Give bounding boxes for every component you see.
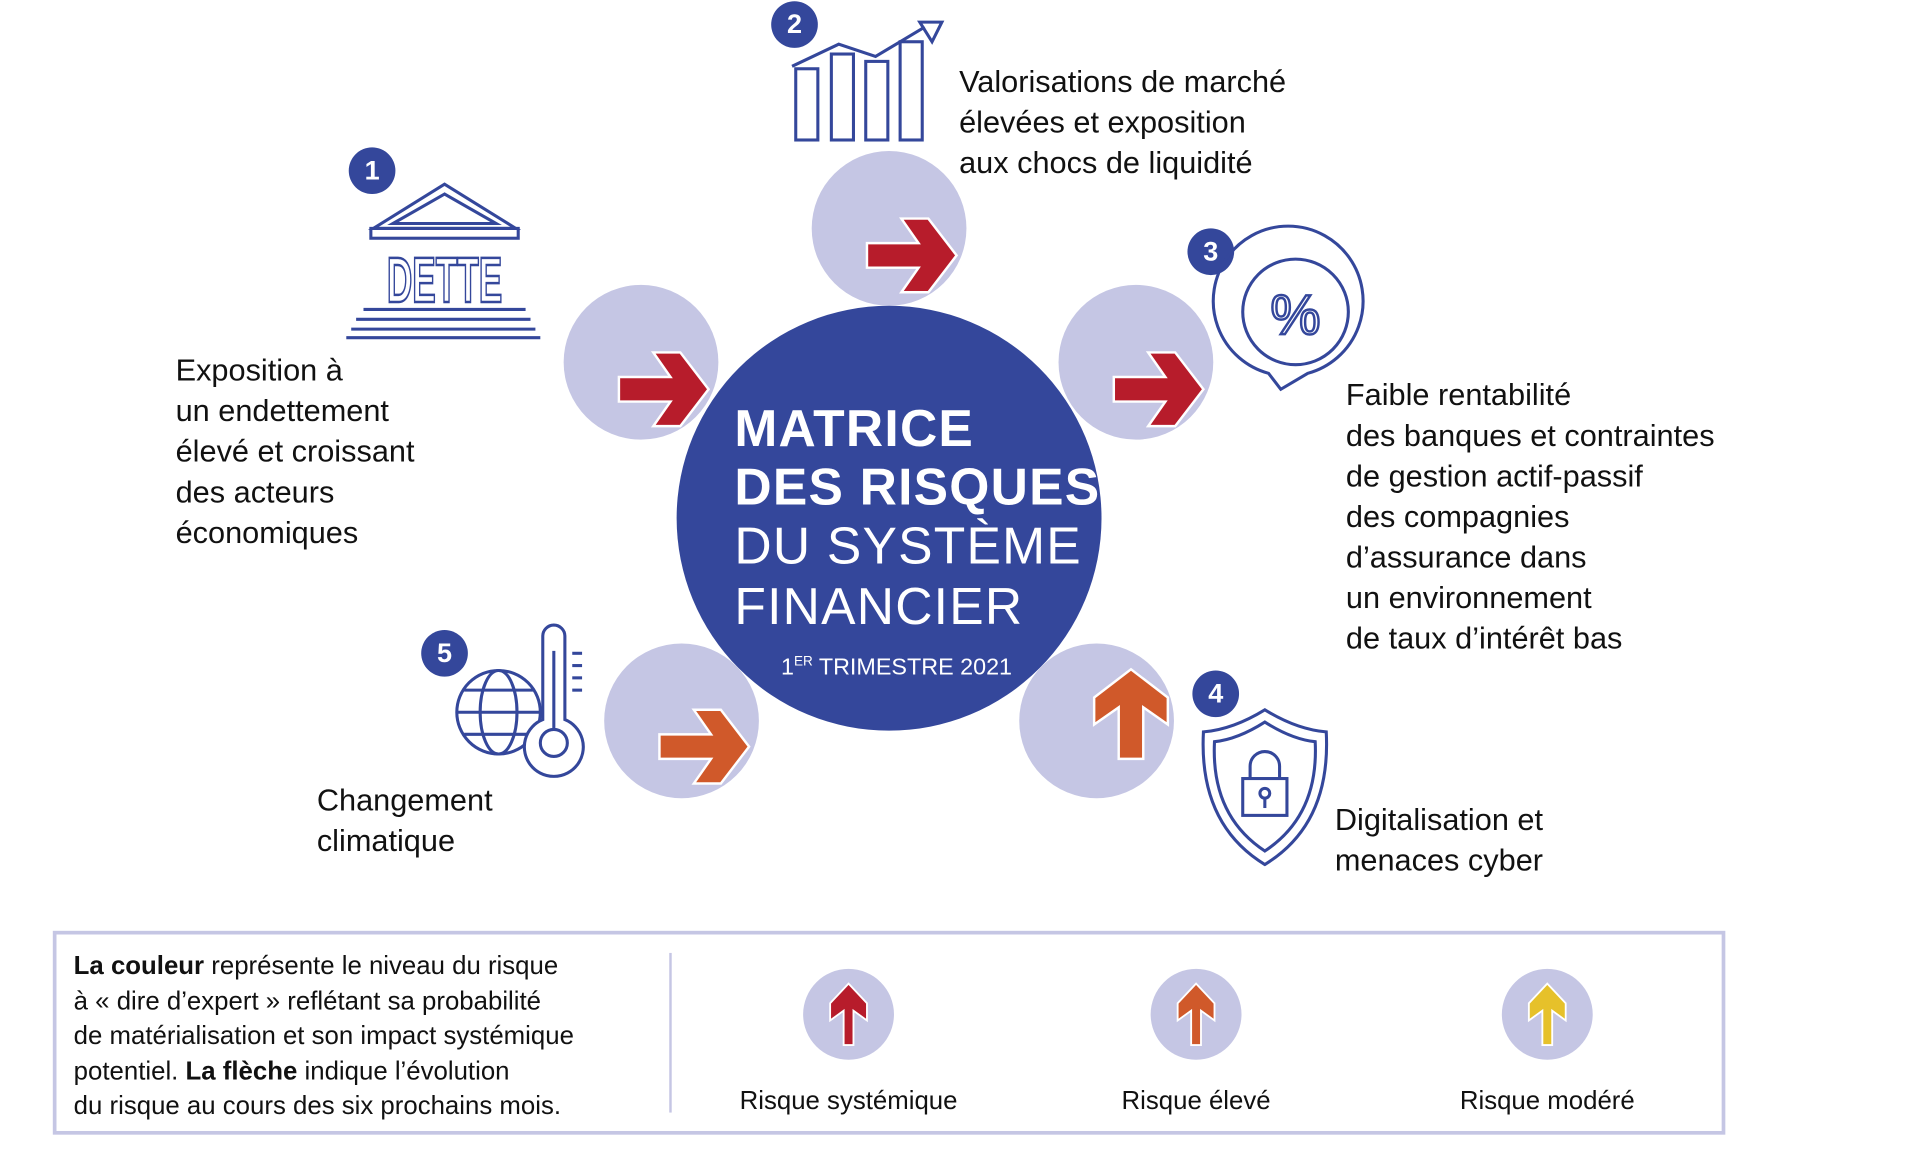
risk-3-circle: [1058, 284, 1214, 440]
risk-1-badge: 1: [348, 147, 396, 195]
risk-3-line: de taux d’intérêt bas: [1345, 621, 1623, 656]
legend-line: de matérialisation et son impact systémi…: [73, 1021, 574, 1050]
risk-2-badge: 2: [771, 1, 818, 48]
arrow-right-icon: [865, 217, 959, 294]
legend-moderate-circle: [1501, 968, 1593, 1060]
title-line-2: DES RISQUES: [734, 458, 1101, 516]
arrow-up-icon: [829, 982, 868, 1046]
legend-moderate-label: Risque modéré: [1459, 1086, 1635, 1116]
legend-bold: La flèche: [185, 1056, 298, 1085]
risk-3-line: Faible rentabilité: [1345, 378, 1572, 413]
title-line-4: FINANCIER: [734, 577, 1024, 635]
percent-pin-icon: %: [1211, 224, 1365, 392]
title-line-3: DU SYSTÈME: [734, 516, 1082, 575]
arrow-up-icon: [1527, 982, 1567, 1046]
legend-systemic-circle: [803, 968, 894, 1060]
arrow-up-icon: [1176, 982, 1216, 1046]
arrow-right-icon: [617, 351, 711, 428]
legend-line: à « dire d’expert » reflétant sa probabi…: [73, 986, 542, 1015]
arrow-right-icon: [658, 708, 751, 785]
legend-divider: [669, 952, 672, 1113]
title-line-1: MATRICE: [734, 399, 975, 457]
risk-5-badge: 5: [421, 629, 468, 677]
period-rest: TRIMESTRE 2021: [818, 654, 1013, 681]
period-sup: ER: [793, 654, 813, 670]
risk-1-line: un endettement: [175, 394, 389, 429]
risk-4-badge: 4: [1192, 670, 1240, 718]
legend-explanation: La couleur représente le niveau du risqu…: [74, 949, 574, 1124]
legend-high-label: Risque élevé: [1121, 1086, 1271, 1116]
legend-high-circle: [1150, 968, 1242, 1060]
risk-4-line: menaces cyber: [1334, 843, 1544, 879]
risk-3-line: d’assurance dans: [1345, 540, 1587, 575]
risk-5-line: Changement: [316, 783, 493, 818]
globe-thermometer-icon: [455, 623, 585, 778]
risk-4-text: Digitalisation et menaces cyber: [1335, 801, 1543, 882]
risk-5-circle: [604, 643, 759, 799]
legend-line: La couleur représente le niveau du risqu…: [74, 949, 574, 984]
risk-1-line: des acteurs: [175, 475, 335, 510]
arrow-right-icon: [1112, 351, 1205, 428]
legend-bold: La couleur: [73, 951, 205, 980]
svg-text:%: %: [1270, 283, 1320, 346]
risk-1-line: élevé et croissant: [175, 434, 415, 470]
legend-rest: représente le niveau du risque: [204, 951, 559, 980]
risk-2-line: élevées et exposition: [959, 105, 1246, 140]
risk-1-text: Exposition à un endettement élevé et cro…: [176, 351, 415, 554]
risk-2-circle: [811, 151, 967, 306]
risk-5-text: Changement climatique: [317, 781, 493, 862]
legend-line: potentiel. La flèche indique l’évolution: [74, 1054, 574, 1089]
risk-5-line: climatique: [316, 823, 456, 859]
risk-3-badge: 3: [1187, 228, 1235, 276]
legend-line: du risque au cours des six prochains moi…: [73, 1091, 562, 1120]
risk-3-line: un environnement: [1345, 580, 1592, 616]
period-num: 1: [781, 654, 794, 681]
risk-2-line: Valorisations de marché: [959, 65, 1287, 100]
risk-2-text: Valorisations de marché élevées et expos…: [959, 63, 1286, 185]
risk-4-circle: [1019, 643, 1174, 799]
legend-systemic-label: Risque systémique: [739, 1086, 958, 1116]
risk-3-line: de gestion actif-passif: [1345, 459, 1643, 494]
legend-box: La couleur représente le niveau du risqu…: [52, 930, 1726, 1135]
arrow-up-icon: [1092, 667, 1170, 761]
debt-building-icon: DETTE: [346, 182, 541, 340]
period-label: 1ER TRIMESTRE 2021: [781, 655, 1012, 682]
risk-3-text: Faible rentabilité des banques et contra…: [1346, 376, 1715, 660]
center-title-circle: MATRICE DES RISQUES DU SYSTÈME FINANCIER…: [676, 305, 1102, 731]
svg-text:DETTE: DETTE: [387, 244, 502, 316]
risk-1-circle: [563, 284, 719, 440]
risk-3-line: des banques et contraintes: [1345, 418, 1715, 454]
rising-bar-chart-icon: [791, 20, 945, 142]
risk-4-line: Digitalisation et: [1334, 803, 1544, 838]
risk-3-line: des compagnies: [1345, 499, 1570, 535]
legend-rest: indique l’évolution: [297, 1056, 510, 1085]
risk-2-line: aux chocs de liquidité: [959, 146, 1253, 181]
risk-1-line: Exposition à: [175, 353, 343, 389]
risk-1-line: économiques: [175, 515, 359, 551]
shield-lock-icon: [1201, 707, 1329, 867]
legend-pre: potentiel.: [73, 1056, 186, 1085]
